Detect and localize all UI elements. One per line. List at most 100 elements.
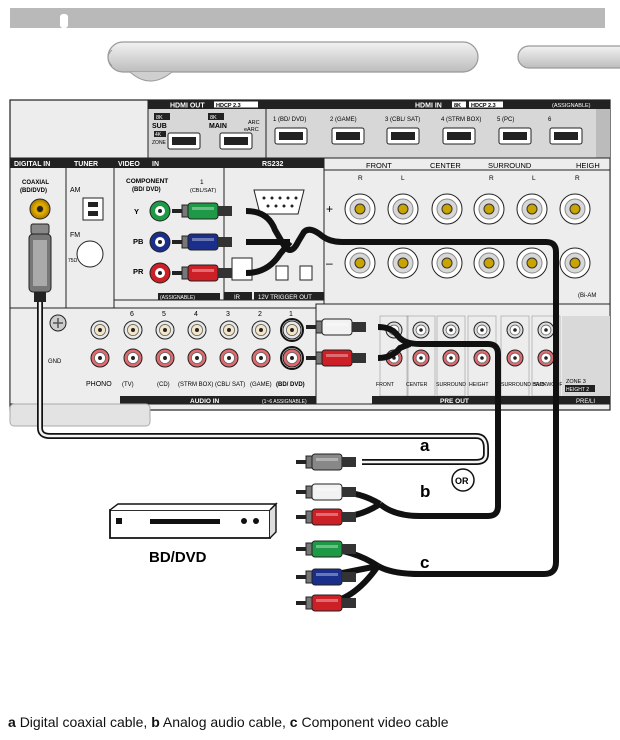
video-in-header: VIDEO <box>118 161 140 168</box>
svg-text:ARC: ARC <box>248 120 260 126</box>
audio-in-jack-r-1 <box>90 348 110 368</box>
speaker-post-plus-5 <box>516 193 548 225</box>
svg-text:8K: 8K <box>454 103 461 109</box>
audio-in-number-5: 5 <box>162 311 166 318</box>
pre-out-label-2: CENTER <box>406 382 428 388</box>
trigger-label: 12V TRIGGER OUT <box>258 295 312 301</box>
component-y-label: Y <box>134 207 139 216</box>
caption-b: b <box>151 714 160 730</box>
cable-b-analog-audio <box>377 324 501 519</box>
component-pb-label: PB <box>133 237 144 246</box>
svg-text:FRONT: FRONT <box>366 161 392 170</box>
svg-text:GND: GND <box>48 359 62 365</box>
receiver-base <box>9 403 151 427</box>
audio-in-number-3: 3 <box>226 311 230 318</box>
audio-in-number-6: 6 <box>130 311 134 318</box>
caption-c-text: Component video cable <box>301 714 449 730</box>
cable-b-label: b <box>420 482 430 501</box>
audio-in-number-1: 1 <box>289 311 293 318</box>
audio-in-number-4: 4 <box>194 311 198 318</box>
hdmi-out-main-label: MAIN <box>209 123 227 130</box>
audio-in-jack-l-5 <box>219 320 239 340</box>
receiver-top-edge <box>10 8 605 28</box>
audio-in-jack-l-2 <box>123 320 143 340</box>
audio-in-label-2: (TV) <box>122 382 134 388</box>
svg-text:ZONE 2: ZONE 2 <box>152 140 170 146</box>
audio-in-label-7: (BD/ DVD) <box>276 382 305 388</box>
digital-in-header: DIGITAL IN <box>14 161 50 168</box>
component-plug-pb-loose <box>296 568 356 586</box>
tuner-section: TUNER AM FM 75Ω <box>65 157 115 309</box>
pre-out-label-3: SURROUND <box>436 382 466 388</box>
pre-out-jack-top-3 <box>442 321 460 339</box>
svg-text:+: + <box>326 202 333 216</box>
svg-text:(ASSIGNABLE): (ASSIGNABLE) <box>160 295 195 301</box>
svg-text:COMPONENT: COMPONENT <box>126 178 168 185</box>
svg-text:FM: FM <box>70 232 80 239</box>
svg-text:SURROUND: SURROUND <box>488 161 532 170</box>
pre-out-jack-top-4 <box>473 321 491 339</box>
speaker-post-minus-1 <box>344 247 376 279</box>
hdmi-out-section: HDMI OUT HDCP 2.3 8K SUB 4K ZONE 2 8K MA… <box>147 99 267 159</box>
audio-in-jack-l-4 <box>187 320 207 340</box>
speaker-post-minus-6 <box>559 247 591 279</box>
audio-plug-r-receiver <box>306 349 366 367</box>
cable-c-label: c <box>420 553 429 572</box>
svg-text:eARC: eARC <box>244 127 259 133</box>
audio-in-jack-r-3 <box>155 348 175 368</box>
pre-out-label-1: FRONT <box>376 382 395 388</box>
speaker-post-minus-4 <box>473 247 505 279</box>
speaker-post-plus-4 <box>473 193 505 225</box>
speaker-post-plus-3 <box>431 193 463 225</box>
svg-text:IN: IN <box>152 161 159 168</box>
audio-in-label-1: PHONO <box>86 381 112 388</box>
hdmi-in-port-3 <box>386 127 420 145</box>
svg-text:L: L <box>532 175 536 182</box>
hdmi-out-hdcp: HDCP 2.3 <box>216 103 241 109</box>
hdmi-in-port-2 <box>331 127 365 145</box>
hdmi-in-port-6 <box>549 127 583 145</box>
svg-text:R: R <box>489 175 494 182</box>
hdmi-in-port-label-4: 4 (STRM BOX) <box>441 117 481 123</box>
svg-text:8K: 8K <box>156 115 163 121</box>
caption-a: a <box>8 714 16 730</box>
pre-out-jack-bottom-3 <box>442 349 460 367</box>
hdmi-in-port-4 <box>442 127 476 145</box>
audio-plug-r-loose <box>296 508 356 526</box>
svg-text:L: L <box>401 175 405 182</box>
hdmi-in-port-1 <box>274 127 308 145</box>
or-indicator: OR <box>451 468 475 492</box>
audio-in-label-5: (CBL/ SAT) <box>215 382 245 388</box>
caption-b-text: Analog audio cable, <box>162 714 286 730</box>
svg-text:AM: AM <box>70 187 81 194</box>
svg-text:CENTER: CENTER <box>430 161 461 170</box>
svg-text:(1~6 ASSIGNABLE): (1~6 ASSIGNABLE) <box>262 399 307 405</box>
audio-in-jack-r-5 <box>219 348 239 368</box>
audio-in-jack-l-7 <box>282 320 302 340</box>
svg-text:–: – <box>326 256 333 270</box>
svg-text:HDCP 2.3: HDCP 2.3 <box>471 103 496 109</box>
pre-out-title: PRE OUT <box>440 398 469 405</box>
hdmi-in-port-5 <box>498 127 532 145</box>
hdmi-in-port-label-6: 6 <box>548 117 552 123</box>
hdmi-in-port-label-3: 3 (CBL/ SAT) <box>385 117 420 123</box>
coaxial-plug-loose <box>296 453 356 471</box>
audio-in-jack-l-1 <box>90 320 110 340</box>
svg-text:(CBL/SAT): (CBL/SAT) <box>190 188 216 194</box>
svg-text:HEIGH: HEIGH <box>576 161 600 170</box>
hdmi-in-title: HDMI IN <box>415 103 442 110</box>
audio-in-jack-r-7 <box>282 348 302 368</box>
hdmi-in-port-label-1: 1 (BD/ DVD) <box>273 117 306 123</box>
component-plug-y-receiver <box>172 202 232 220</box>
svg-text:ZONE 3: ZONE 3 <box>566 379 586 385</box>
pre-out-jack-bottom-6 <box>537 349 555 367</box>
audio-in-jack-l-6 <box>251 320 271 340</box>
ir-label: IR <box>234 295 241 301</box>
caption-a-text: Digital coaxial cable, <box>19 714 148 730</box>
hdmi-in-section: HDMI IN 8K HDCP 2.3 (ASSIGNABLE) 1 (BD/ … <box>265 99 611 159</box>
figure-caption: a Digital coaxial cable, b Analog audio … <box>8 714 449 730</box>
svg-text:PRE/LI: PRE/LI <box>576 399 595 405</box>
pre-out-jack-top-2 <box>412 321 430 339</box>
